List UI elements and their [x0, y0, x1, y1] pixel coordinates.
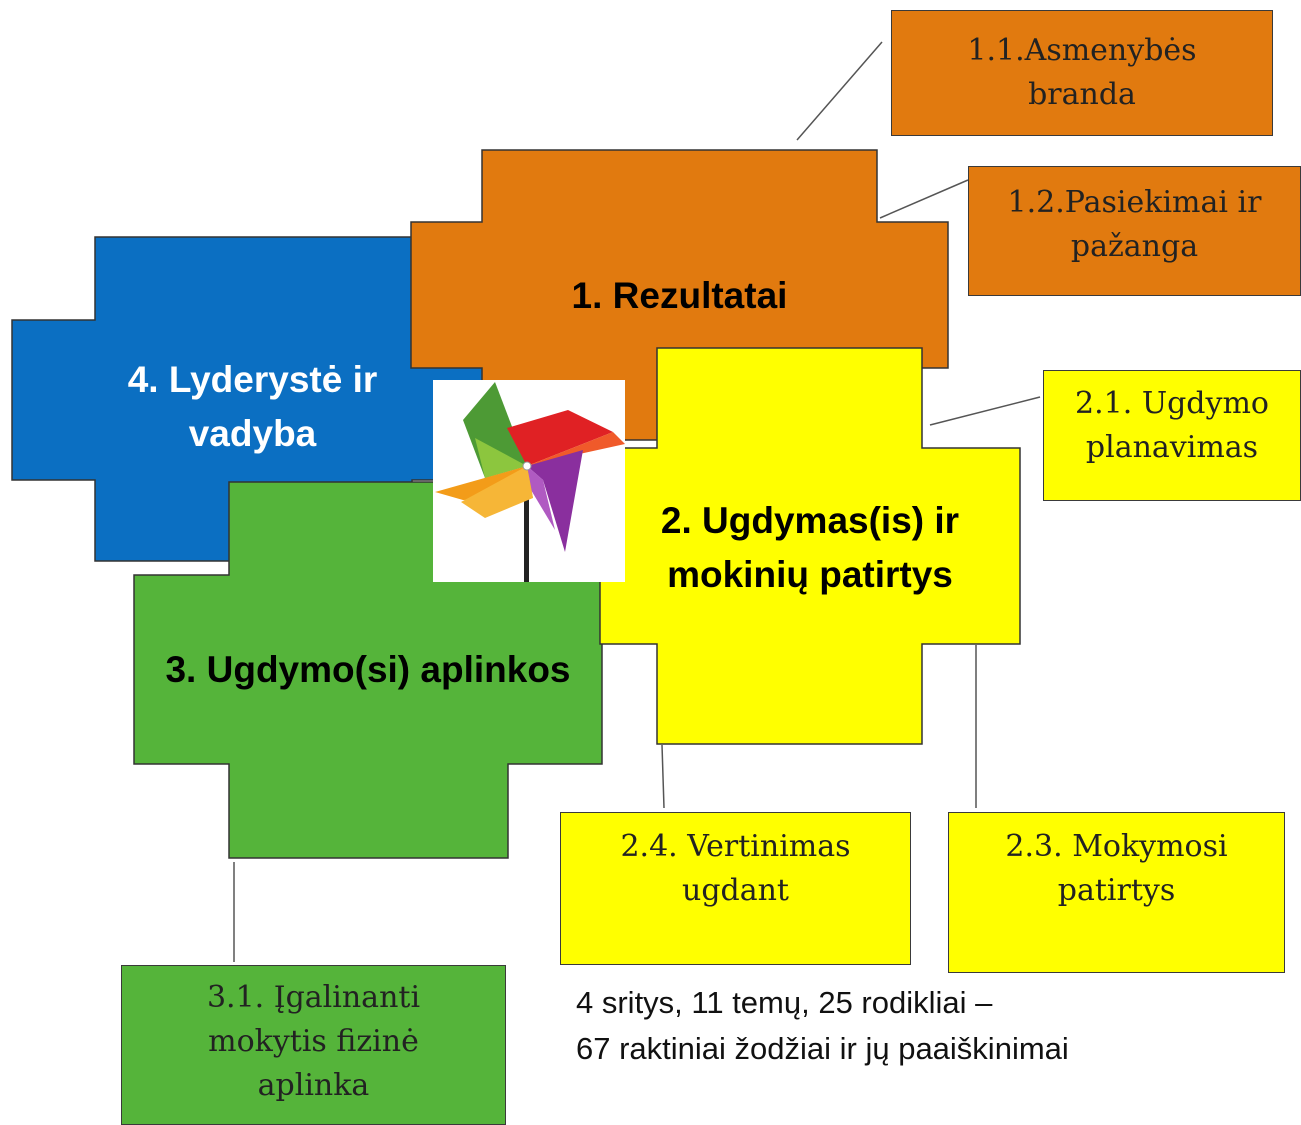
topic-2-3-box: 2.3. Mokymosi patirtys [948, 812, 1285, 973]
connector-2-4 [661, 744, 665, 809]
area-title-rezultatai: 1. Rezultatai [571, 275, 788, 316]
connector-2-1 [929, 396, 1041, 426]
topic-1-1-box: 1.1.Asmenybės branda [891, 10, 1273, 136]
topic-2-1-box: 2.1. Ugdymo planavimas [1043, 370, 1301, 501]
topic-2-4-box: 2.4. Vertinimas ugdant [560, 812, 911, 965]
summary-text: 4 sritys, 11 temų, 25 rodikliai – 67 rak… [576, 985, 1069, 1066]
pinwheel-icon [435, 382, 625, 582]
connector-1-2 [879, 179, 969, 219]
connector-1-1 [796, 41, 883, 141]
topic-1-2-box: 1.2.Pasiekimai ir pažanga [968, 166, 1301, 296]
area-title-ugdymas: 2. Ugdymas(is) ir mokinių patirtys [660, 500, 960, 595]
area-title-lyderyste: 4. Lyderystė ir vadyba [127, 359, 378, 454]
pinwheel-logo [433, 380, 625, 582]
area-title-aplinkos: 3. Ugdymo(si) aplinkos [165, 649, 571, 690]
topic-3-1-box: 3.1. Įgalinanti mokytis fizinė aplinka [121, 965, 506, 1125]
